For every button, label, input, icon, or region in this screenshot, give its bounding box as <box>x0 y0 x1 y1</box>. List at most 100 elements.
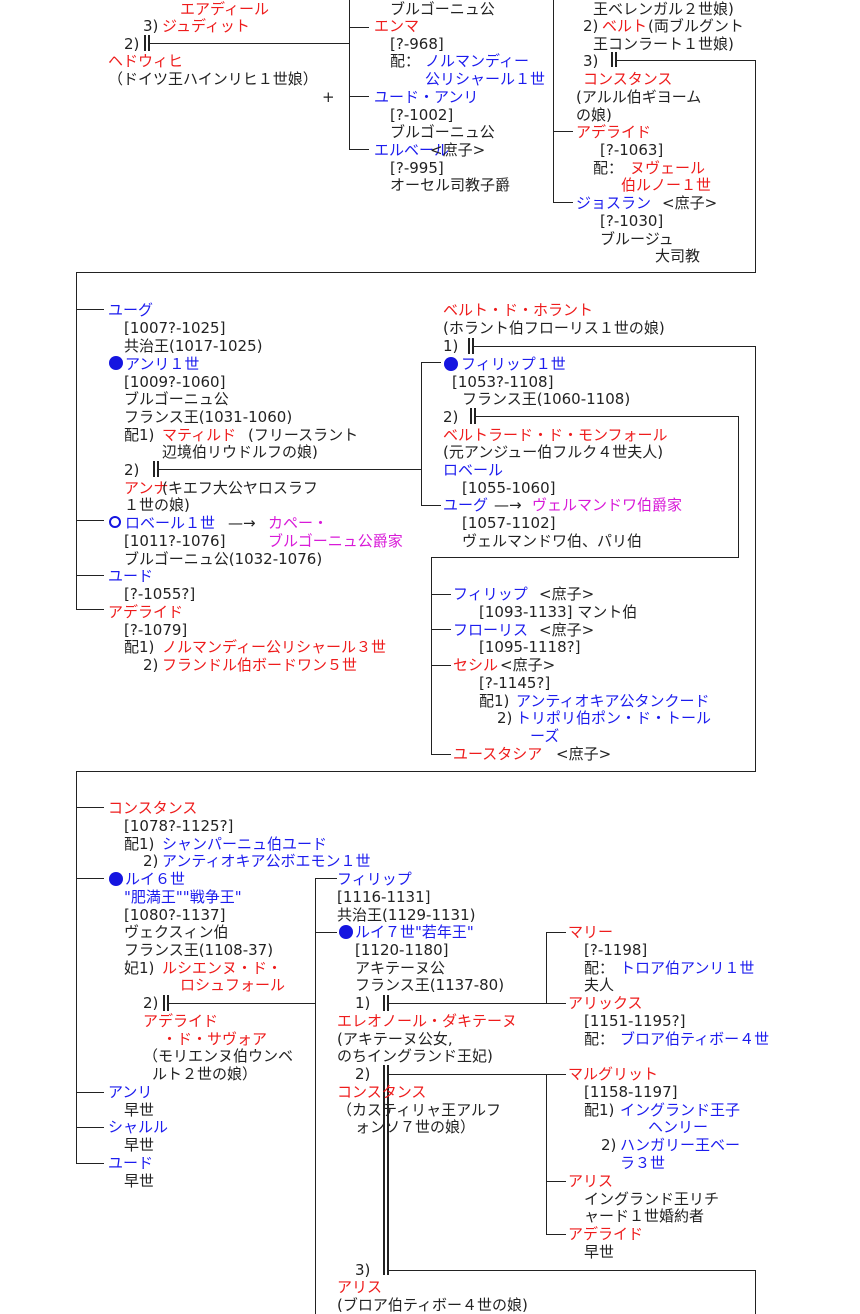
person-name: フローリス <box>453 621 529 639</box>
person-name: シャルル <box>108 1118 169 1136</box>
person-name: アデライド <box>108 603 184 621</box>
child-tick <box>546 1234 566 1235</box>
spouse-name: 公リシャール１世 <box>425 70 546 88</box>
note: 夫人 <box>584 976 615 994</box>
spouse-name: 伯ルノー１世 <box>621 176 712 194</box>
children-vertical <box>421 362 422 505</box>
person-name: ユード <box>108 567 154 585</box>
years: [?-1063] <box>600 141 664 159</box>
block-right-edge <box>755 60 756 273</box>
spouse-name: トリポリ伯ポン・ド・トール <box>516 709 712 727</box>
duke-marker-icon <box>109 516 121 528</box>
child-tick <box>546 932 566 933</box>
block-right-edge <box>755 346 756 772</box>
years: [1057-1102] <box>462 514 556 532</box>
person-parentage: 辺境伯リウドルフの娘) <box>162 443 318 461</box>
note: 早世 <box>584 1243 615 1261</box>
spouse-label: 配： <box>390 52 421 70</box>
block-right-edge <box>755 1270 756 1314</box>
person-parentage: (元アンジュー伯フルク４世夫人) <box>443 443 664 461</box>
title: フランス王(1060-1108) <box>462 390 631 408</box>
marriage-connector <box>474 346 756 347</box>
house-link[interactable]: ブルゴーニュ公爵家 <box>268 532 403 550</box>
person-name: セシル <box>453 656 499 674</box>
title: ブルゴーニュ公 <box>124 390 229 408</box>
marriage-line <box>615 52 617 67</box>
illegitimate-tag: <庶子> <box>430 141 486 159</box>
child-tick <box>431 594 451 595</box>
child-tick <box>315 932 337 933</box>
person-name: マルグリット <box>568 1065 659 1083</box>
marriage-number: 2) <box>143 852 159 870</box>
marriage-line-long <box>387 1065 389 1275</box>
child-tick <box>546 1074 566 1075</box>
person-name: ジョスラン <box>576 194 652 212</box>
spouse-name: トロア伯アンリ１世 <box>620 959 755 977</box>
spouse-name: ルシエンヌ・ド・ <box>162 959 283 977</box>
person-name: ユード <box>108 1154 154 1172</box>
title: ヴェルマンドワ伯、パリ伯 <box>462 532 643 550</box>
child-tick <box>76 520 104 521</box>
block3-left-vertical <box>76 771 77 1164</box>
spouse-name: ベルト・ド・ホラント <box>443 301 594 319</box>
person-name: コンスタンス <box>583 70 673 88</box>
child-tick <box>76 878 104 879</box>
years: [?-968] <box>390 35 444 53</box>
years: [?-1055?] <box>124 585 196 603</box>
marriage-number: 2) <box>355 1065 371 1083</box>
person-name: ユースタシア <box>453 745 543 763</box>
marriage-line <box>472 338 474 354</box>
person-name: ベルト <box>602 17 648 35</box>
spouse-label: 配1) <box>584 1101 615 1119</box>
child-tick <box>349 149 369 150</box>
house-link[interactable]: カペー・ <box>268 514 329 532</box>
years: [1080?-1137] <box>124 906 226 924</box>
marriage-number: 2) <box>143 656 159 674</box>
spouse-label: 妃1) <box>124 959 155 977</box>
person-name: マリー <box>568 923 614 941</box>
spouse-name: アデライド <box>143 1012 219 1030</box>
spouse-name: アンティオキア公タンクード <box>516 692 710 710</box>
years: [1007?-1025] <box>124 319 226 337</box>
person-parentage: (両ブルグント <box>648 17 744 35</box>
person-name: アンリ <box>108 1083 153 1101</box>
spouse-name: ヌヴェール <box>630 159 706 177</box>
spouse-label: 配： <box>593 159 624 177</box>
person-name: コンスタンス <box>108 799 198 817</box>
marriage-line <box>383 995 385 1011</box>
spouse-name: アリス <box>337 1278 383 1296</box>
marriage-line <box>470 408 472 424</box>
marriage-line <box>474 408 476 424</box>
years: [1158-1197] <box>584 1083 678 1101</box>
block-bottom <box>76 771 756 772</box>
note: ャード１世婚約者 <box>584 1207 705 1225</box>
marriage-number: 1) <box>443 337 459 355</box>
spouse-name: ・ド・サヴォア <box>162 1030 268 1048</box>
title: アキテーヌ公 <box>355 959 446 977</box>
child-tick <box>315 878 337 879</box>
years: [?-1145?] <box>479 674 551 692</box>
title: ヴェクスィン伯 <box>124 923 229 941</box>
spouse-name: ラ３世 <box>620 1154 666 1172</box>
spouse-name: ハンガリー王ベー <box>620 1136 741 1154</box>
child-tick <box>553 202 573 203</box>
house-link[interactable]: ヴェルマンドワ伯爵家 <box>532 496 683 514</box>
illegitimate-tag: <庶子> <box>539 621 595 639</box>
spouse-name: ロシュフォール <box>180 976 286 994</box>
spouse-name: ノルマンディー公リシャール３世 <box>162 638 386 656</box>
person-parentage: ォンソ７世の娘） <box>355 1118 476 1136</box>
years: [1078?-1125?] <box>124 817 234 835</box>
marriage-connector <box>169 1003 316 1004</box>
person-parentage: １世の娘) <box>124 496 190 514</box>
person-name: ルイ６世 <box>125 870 186 888</box>
person-parentage: ルト２世の娘） <box>152 1065 258 1083</box>
arrow-icon: —→ <box>494 496 522 514</box>
marriage-connector <box>389 1074 547 1075</box>
spouse-label: 配： <box>584 959 615 977</box>
note: 早世 <box>124 1136 155 1154</box>
years: [1009?-1060] <box>124 373 226 391</box>
person-name: フィリップ <box>337 870 412 888</box>
block2-left-vertical <box>76 272 77 609</box>
title: ブルージュ <box>600 230 674 248</box>
spouse-name: ノルマンディー <box>425 52 529 70</box>
